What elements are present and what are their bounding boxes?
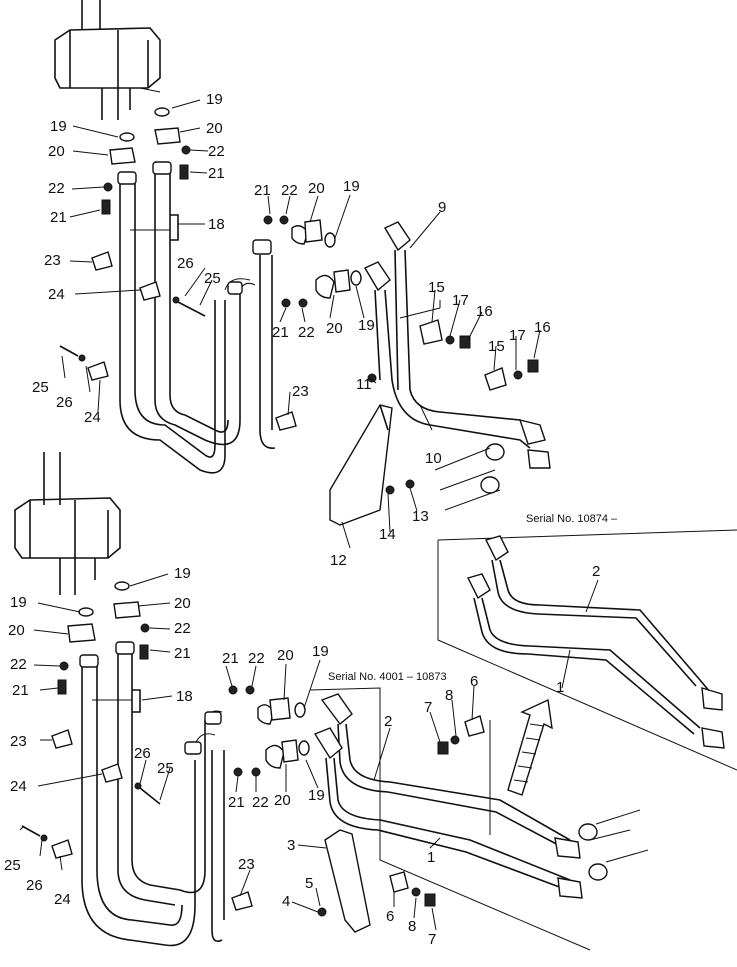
callout-23: 23 (292, 383, 309, 400)
callout-17: 17 (509, 327, 526, 344)
callout-17: 17 (452, 292, 469, 309)
callout-20: 20 (326, 320, 343, 337)
callout-26: 26 (56, 394, 73, 411)
callout-20: 20 (308, 180, 325, 197)
callout-21: 21 (12, 682, 29, 699)
upper-leader-lines (61, 99, 541, 549)
callout-19: 19 (50, 118, 67, 135)
lower-hoses (79, 641, 225, 947)
lower-leader-lines (19, 573, 475, 931)
lower-assembly: Serial No. 4001 – 10873 19 20 22 21 19 2… (4, 452, 649, 951)
upper-hoses (117, 161, 276, 474)
callout-21: 21 (272, 324, 289, 341)
callout-19: 19 (174, 565, 191, 582)
callout-25: 25 (32, 379, 49, 396)
callout-7: 7 (428, 931, 436, 948)
callout-20: 20 (274, 792, 291, 809)
callout-25: 25 (204, 270, 221, 287)
callout-21: 21 (208, 165, 225, 182)
callout-15: 15 (428, 279, 445, 296)
callout-20: 20 (277, 647, 294, 664)
upper-steel-pipes (329, 221, 551, 526)
callout-22: 22 (10, 656, 27, 673)
callout-5: 5 (305, 875, 313, 892)
callout-14: 14 (379, 526, 396, 543)
callout-25: 25 (157, 760, 174, 777)
upper-assembly: 19 20 22 21 19 20 22 21 18 23 24 26 25 2… (32, 0, 551, 569)
serial-label-upper: Serial No. 10874 – (526, 513, 618, 525)
callout-23: 23 (10, 733, 27, 750)
callout-20: 20 (8, 622, 25, 639)
callout-20: 20 (206, 120, 223, 137)
callout-18: 18 (176, 688, 193, 705)
callout-8: 8 (445, 687, 453, 704)
lower-valve-block (14, 452, 121, 595)
callout-22: 22 (248, 650, 265, 667)
callout-23: 23 (44, 252, 61, 269)
callout-3: 3 (287, 837, 295, 854)
callout-9: 9 (438, 199, 446, 216)
callout-21: 21 (254, 182, 271, 199)
callout-10: 10 (425, 450, 442, 467)
callout-4: 4 (282, 893, 290, 910)
callout-23: 23 (238, 856, 255, 873)
callout-15: 15 (488, 338, 505, 355)
callout-19: 19 (308, 787, 325, 804)
callout-2: 2 (592, 563, 600, 580)
callout-21: 21 (222, 650, 239, 667)
callout-21: 21 (174, 645, 191, 662)
callout-16: 16 (534, 319, 551, 336)
lower-fittings (21, 581, 310, 911)
callout-21: 21 (50, 209, 67, 226)
callout-19: 19 (312, 643, 329, 660)
upper-fittings (59, 107, 362, 431)
callout-19: 19 (343, 178, 360, 195)
lower-callout-labels: Serial No. 4001 – 10873 19 20 22 21 19 2… (4, 565, 478, 948)
callout-6: 6 (470, 673, 478, 690)
callout-1: 1 (427, 849, 435, 866)
upper-valve-block (54, 0, 161, 120)
callout-13: 13 (412, 508, 429, 525)
upper-callout-labels: 19 20 22 21 19 20 22 21 18 23 24 26 25 2… (32, 91, 551, 569)
callout-26: 26 (134, 745, 151, 762)
lower-steel-pipes (309, 687, 649, 951)
callout-18: 18 (208, 216, 225, 233)
callout-24: 24 (84, 409, 101, 426)
callout-20: 20 (174, 595, 191, 612)
callout-22: 22 (281, 182, 298, 199)
callout-11: 11 (356, 376, 372, 393)
callout-12: 12 (330, 552, 347, 569)
serial-label-lower: Serial No. 4001 – 10873 (328, 671, 447, 683)
callout-26: 26 (26, 877, 43, 894)
callout-22: 22 (298, 324, 315, 341)
callout-19: 19 (206, 91, 223, 108)
callout-1: 1 (556, 679, 564, 696)
callout-22: 22 (252, 794, 269, 811)
callout-26: 26 (177, 255, 194, 272)
callout-19: 19 (358, 317, 375, 334)
inset-new-pipes: Serial No. 10874 – 2 1 (437, 513, 737, 771)
callout-22: 22 (48, 180, 65, 197)
callout-24: 24 (48, 286, 65, 303)
callout-8: 8 (408, 918, 416, 935)
callout-24: 24 (54, 891, 71, 908)
callout-21: 21 (228, 794, 245, 811)
callout-25: 25 (4, 857, 21, 874)
callout-22: 22 (208, 143, 225, 160)
callout-16: 16 (476, 303, 493, 320)
callout-6: 6 (386, 908, 394, 925)
callout-24: 24 (10, 778, 27, 795)
callout-22: 22 (174, 620, 191, 637)
callout-7: 7 (424, 699, 432, 716)
callout-19: 19 (10, 594, 27, 611)
callout-20: 20 (48, 143, 65, 160)
callout-2: 2 (384, 713, 392, 730)
